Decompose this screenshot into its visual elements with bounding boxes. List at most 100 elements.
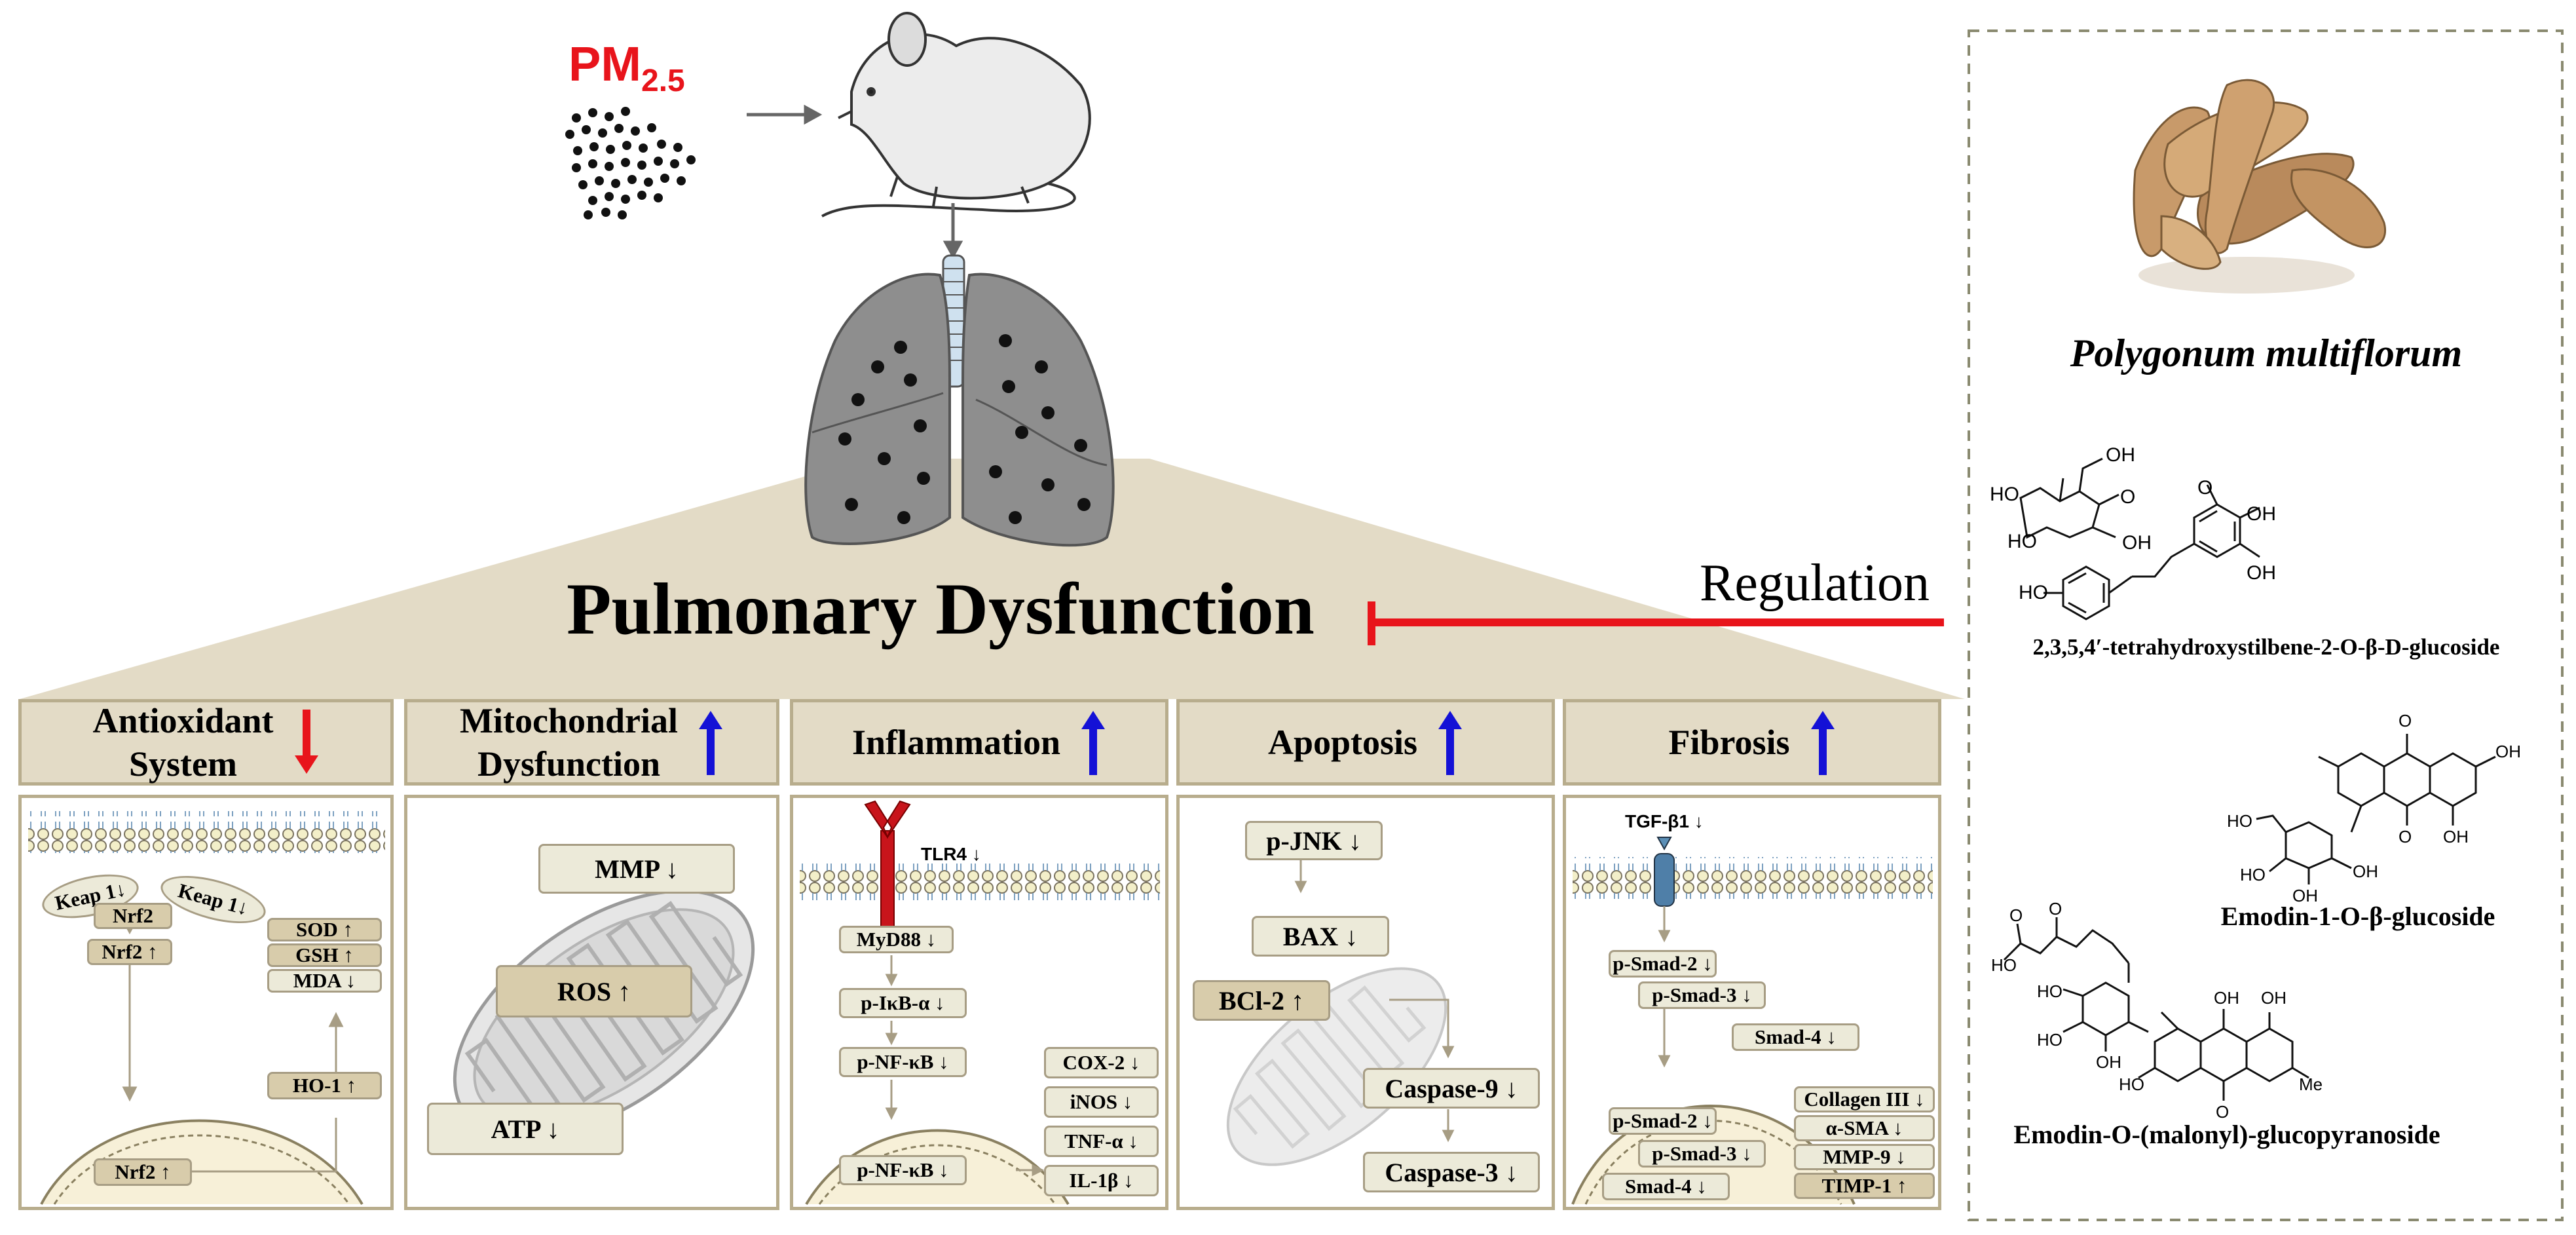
arrow-up-icon — [1081, 711, 1105, 775]
ros-box: ROS ↑ — [496, 965, 692, 1017]
atom-label: HO — [2037, 1030, 2063, 1050]
atom-label: OH — [2261, 988, 2287, 1008]
atom-label: OH — [2122, 532, 2152, 554]
lungs-icon — [804, 254, 1115, 547]
nrf2-cyto: Nrf2 ↑ — [87, 939, 172, 965]
header-label: Apoptosis — [1267, 723, 1418, 762]
tlr4-label: TLR4 ↓ — [921, 844, 981, 864]
pm25-label: PM2.5 — [569, 36, 685, 99]
header-fibrosis: Fibrosis — [1563, 699, 1941, 786]
atom-label: OH — [2353, 862, 2378, 881]
atom-label: OH — [2106, 444, 2135, 466]
atom-label: OH — [2443, 827, 2469, 846]
pm-particles — [565, 107, 696, 219]
atom-label: OH — [2292, 886, 2318, 905]
sod-box: SOD ↑ — [267, 918, 382, 941]
tlr4-receptor-icon — [864, 800, 911, 930]
tgfb1-label: TGF-β1 ↓ — [1625, 811, 1704, 831]
atp-box: ATP ↓ — [427, 1103, 624, 1155]
pm-label-sub: 2.5 — [641, 63, 685, 98]
compound-2-structure-icon — [2256, 734, 2496, 884]
compound-1-structure-icon — [2019, 457, 2260, 620]
atom-label: O — [2399, 711, 2412, 731]
atom-label: O — [2009, 905, 2023, 925]
compound-3-structure-icon — [2003, 917, 2309, 1101]
atom-label: HO — [1991, 955, 2017, 975]
psmad3-nucleus-box: p-Smad-3 ↓ — [1638, 1140, 1766, 1168]
psmad3-box: p-Smad-3 ↓ — [1638, 981, 1766, 1009]
psmad2-box: p-Smad-2 ↓ — [1609, 950, 1717, 978]
atom-label: OH — [2214, 988, 2239, 1008]
header-label: Mitochondrial Dysfunction — [460, 701, 678, 784]
apoptosis-pathway-graphics — [1226, 860, 1455, 1166]
compound-2-name: Emodin-1-O-β-glucoside — [2220, 902, 2495, 931]
atom-label: Me — [2299, 1074, 2323, 1094]
panel-apoptosis: p-JNK ↓ BAX ↓ BCl-2 ↑ Caspase-9 ↓ Caspas… — [1176, 795, 1555, 1210]
herb-root-image — [2133, 79, 2386, 294]
arrow-to-lungs-icon — [943, 203, 963, 259]
herb-frame — [1968, 29, 2564, 1221]
nrf2-nucleus: Nrf2 ↑ — [94, 1158, 192, 1186]
mouse-icon — [821, 12, 1091, 218]
arrow-up-icon — [1810, 711, 1835, 775]
atom-label: OH — [2096, 1052, 2121, 1072]
atom-label: HO — [2007, 531, 2037, 552]
atom-label: O — [2197, 477, 2213, 499]
atom-label: O — [2399, 827, 2412, 846]
atom-label: OH — [2247, 562, 2276, 584]
arrow-up-icon — [1438, 711, 1463, 775]
atom-label: O — [2216, 1102, 2230, 1122]
atom-label: HO — [2019, 582, 2048, 603]
regulation-label: Regulation — [1700, 554, 1930, 612]
atom-label: HO — [1990, 484, 2019, 505]
page-title: Pulmonary Dysfunction — [567, 569, 1315, 650]
bax-box: BAX ↓ — [1252, 916, 1389, 957]
inos-box: iNOS ↓ — [1044, 1086, 1159, 1118]
inhibition-line-icon — [1368, 601, 1944, 645]
compound-1-name: 2,3,5,4′-tetrahydroxystilbene-2-O-β-D-gl… — [2032, 634, 2500, 660]
pikb-box: p-IκB-α ↓ — [839, 988, 967, 1018]
il1b-box: IL-1β ↓ — [1044, 1165, 1159, 1196]
atom-label: O — [2120, 486, 2136, 508]
antioxidant-pathway-graphics — [28, 811, 385, 1206]
tgf-receptor-icon — [1654, 837, 1675, 907]
ho1-box: HO-1 ↑ — [267, 1072, 382, 1099]
arrow-up-icon — [699, 711, 722, 775]
asma-box: α-SMA ↓ — [1794, 1115, 1935, 1141]
nrf2-complex: Nrf2 — [94, 903, 172, 929]
atom-label: OH — [2247, 503, 2276, 525]
header-label: Fibrosis — [1668, 723, 1790, 762]
timp1-box: TIMP-1 ↑ — [1794, 1173, 1935, 1199]
compound-3-name: Emodin-O-(malonyl)-glucopyranoside — [2013, 1120, 2440, 1149]
panel-mitochondrial: MMP ↓ ROS ↑ ATP ↓ — [404, 795, 779, 1210]
panel-fibrosis: TGF-β1 ↓ p-Smad-2 ↓ p-Smad-3 ↓ Smad-4 ↓ … — [1563, 795, 1941, 1210]
mda-box: MDA ↓ — [267, 969, 382, 993]
herb-name: Polygonum multiflorum — [2070, 332, 2463, 375]
pm-label-main: PM — [569, 37, 641, 91]
atom-label: HO — [2227, 811, 2252, 831]
bcl2-box: BCl-2 ↑ — [1193, 980, 1330, 1021]
mmp9-box: MMP-9 ↓ — [1794, 1144, 1935, 1170]
smad4-nucleus-box: Smad-4 ↓ — [1602, 1173, 1730, 1200]
panel-antioxidant: Keap 1↓ Keap 1↓ Nrf2 Nrf2 ↑ Nrf2 ↑ HO-1 … — [18, 795, 394, 1210]
header-mitochondrial: Mitochondrial Dysfunction — [404, 699, 779, 786]
myd88-box: MyD88 ↓ — [839, 926, 954, 953]
caspase9-box: Caspase-9 ↓ — [1363, 1068, 1540, 1109]
atom-label: HO — [2119, 1074, 2144, 1094]
header-label: Inflammation — [851, 723, 1060, 762]
tnfa-box: TNF-α ↓ — [1044, 1126, 1159, 1157]
pnfkb-nucleus-box: p-NF-κB ↓ — [839, 1155, 967, 1185]
collagen-box: Collagen III ↓ — [1794, 1086, 1935, 1112]
atom-label: OH — [2495, 742, 2521, 761]
header-apoptosis: Apoptosis — [1176, 699, 1555, 786]
smad4-box: Smad-4 ↓ — [1732, 1023, 1859, 1051]
psmad2-nucleus-box: p-Smad-2 ↓ — [1609, 1107, 1717, 1135]
arrow-down-icon — [294, 710, 318, 774]
pjnk-box: p-JNK ↓ — [1245, 821, 1383, 860]
header-inflammation: Inflammation — [790, 699, 1168, 786]
panel-inflammation: TLR4 ↓ MyD88 ↓ p-IκB-α ↓ p-NF-κB ↓ p-NF-… — [790, 795, 1168, 1210]
arrow-to-mouse-icon — [747, 104, 823, 125]
cox2-box: COX-2 ↓ — [1044, 1047, 1159, 1078]
gsh-box: GSH ↑ — [267, 943, 382, 967]
